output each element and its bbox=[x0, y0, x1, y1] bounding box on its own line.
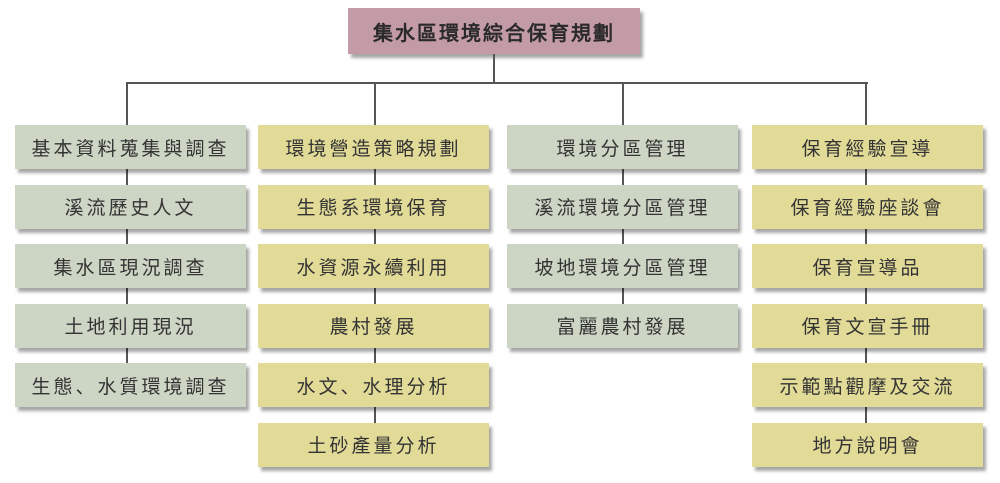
node-box: 保育文宣手冊 bbox=[752, 303, 983, 348]
node-box: 土地利用現況 bbox=[15, 303, 246, 348]
node-box: 富麗農村發展 bbox=[507, 303, 738, 348]
node-box: 保育經驗座談會 bbox=[752, 184, 983, 229]
node-box: 基本資料蒐集與調查 bbox=[15, 125, 246, 169]
node-box: 生態系環境保育 bbox=[258, 184, 489, 229]
node-box: 集水區現況調查 bbox=[15, 244, 246, 288]
node-box: 水文、水理分析 bbox=[258, 363, 489, 407]
node-box: 水資源永續利用 bbox=[258, 244, 489, 288]
node-box: 農村發展 bbox=[258, 303, 489, 348]
node-box: 保育經驗宣導 bbox=[752, 125, 983, 169]
horizontal-connector bbox=[126, 82, 868, 84]
node-box: 環境營造策略規劃 bbox=[258, 125, 489, 169]
node-box: 保育宣導品 bbox=[752, 244, 983, 288]
root-connector bbox=[493, 54, 495, 83]
node-box: 溪流歷史人文 bbox=[15, 184, 246, 229]
node-box: 溪流環境分區管理 bbox=[507, 184, 738, 229]
node-box: 土砂產量分析 bbox=[258, 422, 489, 467]
node-box: 坡地環境分區管理 bbox=[507, 244, 738, 288]
node-box: 環境分區管理 bbox=[507, 125, 738, 169]
node-box: 地方說明會 bbox=[752, 422, 983, 467]
node-box: 示範點觀摩及交流 bbox=[752, 363, 983, 407]
root-node-title: 集水區環境綜合保育規劃 bbox=[348, 8, 640, 54]
node-box: 生態、水質環境調查 bbox=[15, 363, 246, 407]
